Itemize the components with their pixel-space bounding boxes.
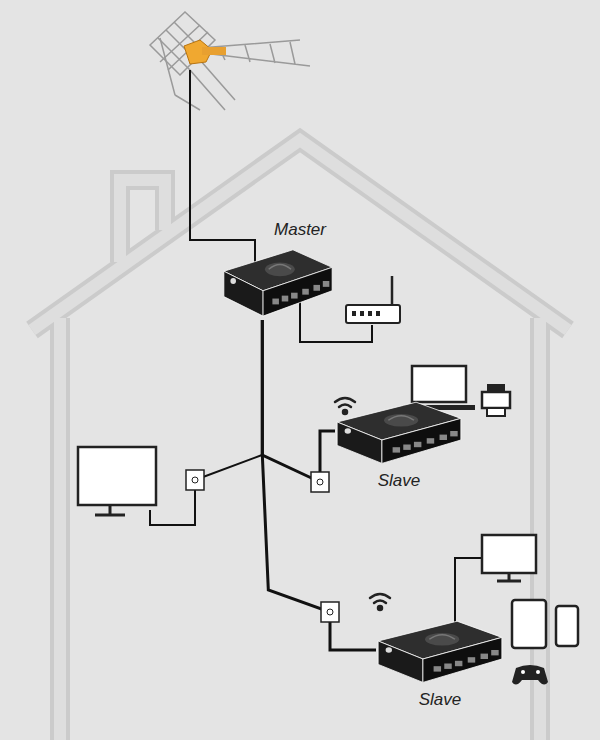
- powerline-device: Slave: [335, 395, 463, 491]
- device-box: [222, 242, 334, 320]
- device-label: Slave: [378, 467, 421, 491]
- television: [78, 447, 156, 515]
- router: [300, 276, 400, 342]
- tv-branch: [150, 455, 262, 525]
- coax-cable: [262, 320, 376, 650]
- mobile-devices: [512, 600, 578, 685]
- amplifier: [184, 40, 226, 64]
- device-box: [376, 614, 504, 686]
- powerline-device: Slave: [376, 614, 504, 710]
- device-label: Master: [274, 220, 334, 242]
- wall-socket: [186, 470, 339, 622]
- house-outline: [32, 140, 568, 740]
- device-label: Slave: [419, 686, 462, 710]
- coax-cable: [262, 320, 335, 482]
- device-box: [335, 395, 463, 467]
- powerline-device: Master: [222, 220, 334, 320]
